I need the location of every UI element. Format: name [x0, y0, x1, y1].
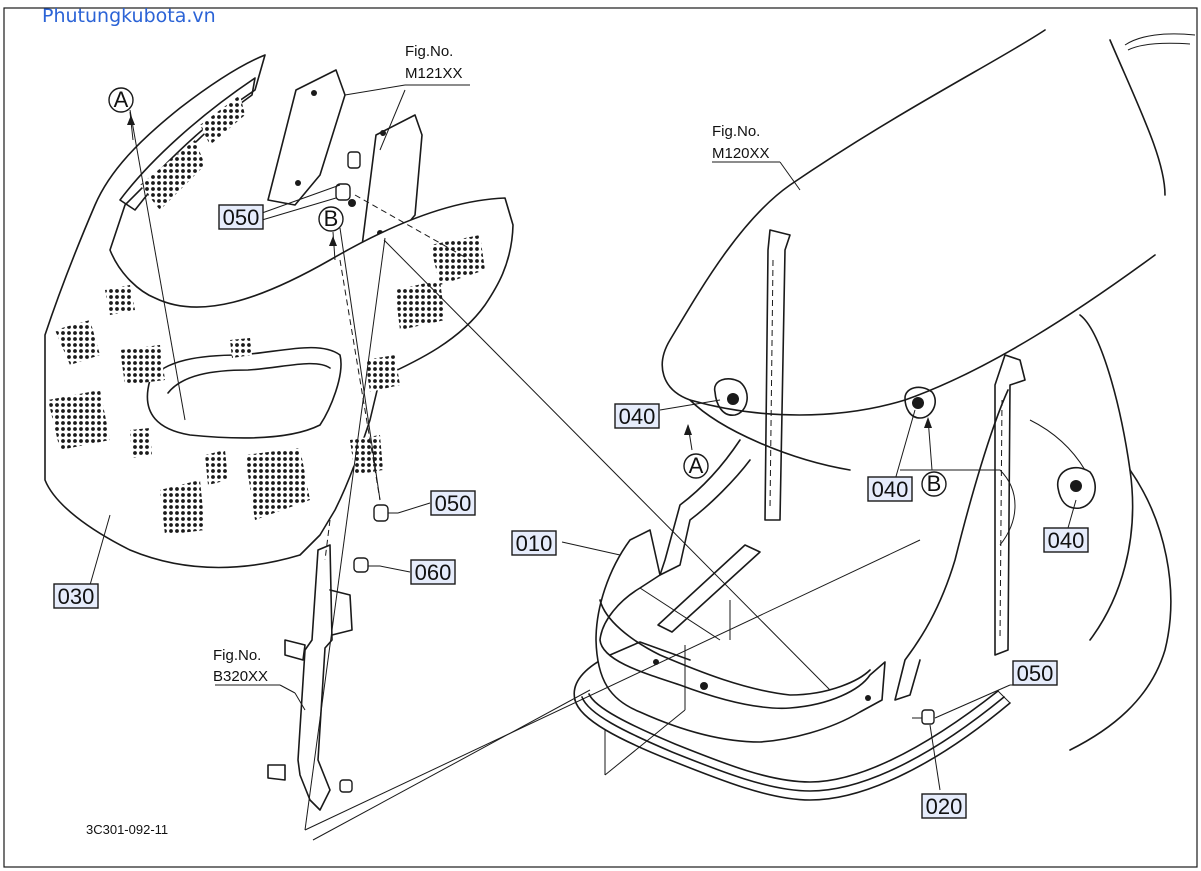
fig-ref-m121xx: Fig.No. M121XX — [405, 43, 463, 82]
svg-text:020: 020 — [926, 794, 963, 819]
part-label-050-lower[interactable]: 050 — [1012, 660, 1058, 686]
svg-text:050: 050 — [1017, 661, 1054, 686]
svg-text:Fig.No.: Fig.No. — [213, 647, 261, 664]
part-label-030[interactable]: 030 — [53, 583, 99, 609]
grommet-040-left — [713, 378, 748, 416]
svg-text:Fig.No.: Fig.No. — [712, 123, 760, 140]
fig-ref-m120xx: Fig.No. M120XX — [712, 123, 770, 162]
side-cover-left-panel — [267, 69, 423, 263]
svg-text:Fig.No.: Fig.No. — [405, 43, 453, 60]
tractor-body-outline — [661, 29, 1196, 751]
svg-text:B: B — [324, 206, 339, 231]
bolt-060 — [353, 557, 380, 573]
reference-lines — [129, 109, 921, 841]
part-label-020[interactable]: 020 — [921, 793, 967, 819]
grommet-040-center — [904, 386, 936, 419]
drawing-code: 3C301-092-11 — [86, 822, 168, 837]
svg-text:050: 050 — [435, 491, 472, 516]
part-label-050-mid[interactable]: 050 — [430, 490, 476, 516]
part-label-040-center[interactable]: 040 — [867, 476, 913, 502]
svg-text:M121XX: M121XX — [405, 65, 463, 82]
svg-text:B320XX: B320XX — [213, 668, 268, 685]
svg-text:M120XX: M120XX — [712, 145, 770, 162]
view-marker-a-1: A — [108, 87, 134, 113]
lower-frame-010 — [595, 529, 886, 743]
part-label-050-upper[interactable]: 050 — [218, 204, 264, 230]
bolt-050-lower — [912, 709, 935, 725]
watermark-text: Phutungkubota.vn — [42, 5, 216, 27]
view-marker-b-2: B — [921, 471, 947, 497]
svg-text:030: 030 — [58, 584, 95, 609]
part-label-040-right[interactable]: 040 — [1043, 527, 1089, 553]
part-label-010[interactable]: 010 — [511, 530, 557, 556]
leader-lines — [89, 84, 1077, 791]
svg-text:A: A — [689, 453, 704, 478]
svg-text:B: B — [927, 471, 942, 496]
view-marker-b-1: B — [318, 206, 344, 232]
grommet-040-right — [1057, 466, 1096, 510]
view-arrows — [127, 111, 933, 471]
inner-bracket-left — [659, 229, 791, 576]
seal-020 — [573, 641, 1011, 801]
part-label-040-left[interactable]: 040 — [614, 403, 660, 429]
svg-text:A: A — [114, 87, 129, 112]
front-support-bracket — [267, 544, 353, 811]
svg-text:040: 040 — [872, 477, 909, 502]
svg-text:010: 010 — [516, 531, 553, 556]
drawing-border — [3, 7, 1198, 868]
svg-text:040: 040 — [619, 404, 656, 429]
svg-text:050: 050 — [223, 205, 260, 230]
view-marker-a-2: A — [683, 453, 709, 479]
bolt-050-mid — [373, 504, 398, 522]
svg-text:040: 040 — [1048, 528, 1085, 553]
fig-ref-b320xx: Fig.No. B320XX — [213, 647, 268, 685]
part-label-060[interactable]: 060 — [410, 559, 456, 585]
bolt-050-upper — [335, 151, 361, 207]
front-grille-030 — [44, 54, 514, 569]
inner-bracket-right — [894, 354, 1086, 701]
svg-text:060: 060 — [415, 560, 452, 585]
